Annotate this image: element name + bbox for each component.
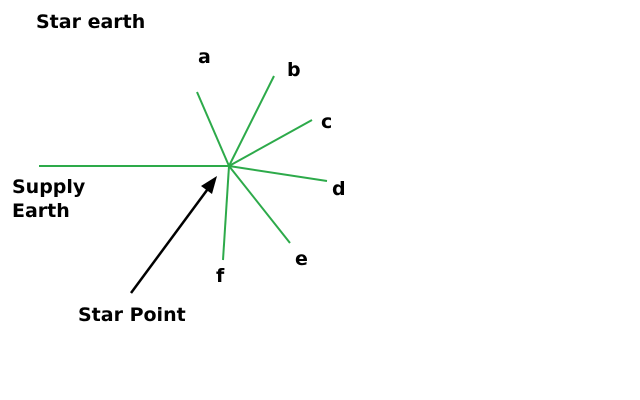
diagram-title: Star earth xyxy=(36,11,145,33)
branch-line-f xyxy=(222,165,230,261)
branch-line-b xyxy=(228,75,275,167)
branch-line-d xyxy=(228,165,328,182)
branch-label-d: d xyxy=(332,178,346,200)
supply-earth-label-line2: Earth xyxy=(12,200,70,222)
branch-line-e xyxy=(228,165,291,244)
star-point-arrow-head xyxy=(201,176,217,194)
branch-label-f: f xyxy=(216,265,225,287)
branch-label-c: c xyxy=(321,111,332,133)
branch-line-a xyxy=(196,91,230,167)
star-point-arrow-shaft xyxy=(129,181,215,294)
branch-label-e: e xyxy=(295,248,308,270)
branch-label-a: a xyxy=(198,46,211,68)
star-point-label: Star Point xyxy=(78,304,186,326)
branch-line-c xyxy=(228,119,313,167)
branch-label-b: b xyxy=(287,59,301,81)
supply-earth-label-line1: Supply xyxy=(12,176,86,198)
